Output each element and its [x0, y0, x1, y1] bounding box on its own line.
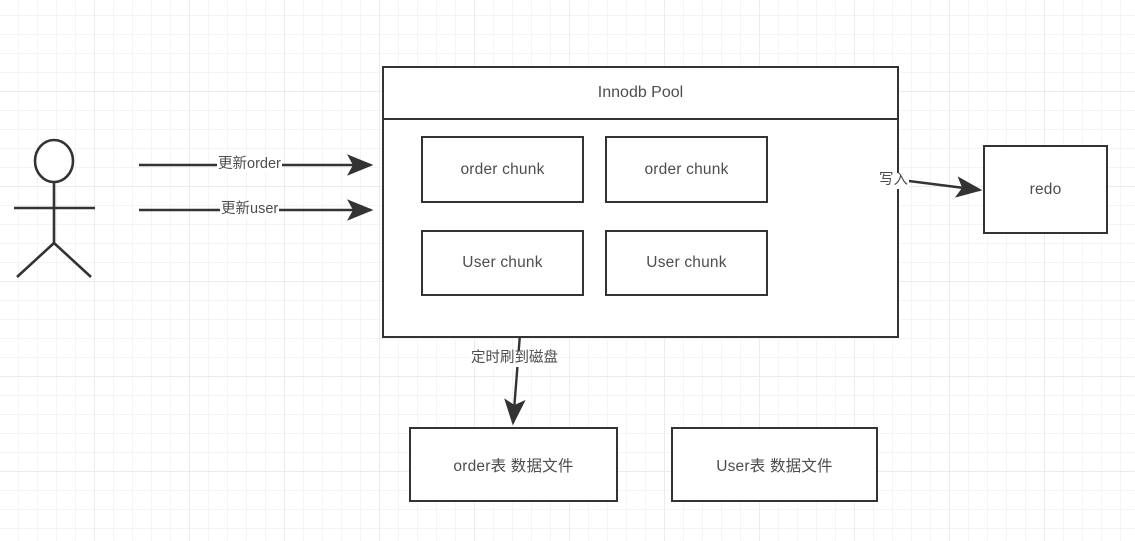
edge-label-update-user: 更新user [220, 201, 280, 218]
chunk-box-user-1: User chunk [421, 230, 584, 296]
edge-label-update-order: 更新order [217, 156, 282, 173]
chunk-box-order-2: order chunk [605, 136, 768, 203]
chunk-box-user-2: User chunk [605, 230, 768, 296]
edge-label-write-redo: 写入 [878, 172, 909, 189]
pool-header-label: Innodb Pool [384, 68, 897, 120]
chunk-box-order-1: order chunk [421, 136, 584, 203]
order-table-data-file-box: order表 数据文件 [409, 427, 618, 502]
user-table-data-file-box: User表 数据文件 [671, 427, 878, 502]
edge-label-flush-to-disk: 定时刷到磁盘 [470, 350, 559, 367]
redo-box: redo [983, 145, 1108, 234]
user-actor [14, 138, 95, 278]
